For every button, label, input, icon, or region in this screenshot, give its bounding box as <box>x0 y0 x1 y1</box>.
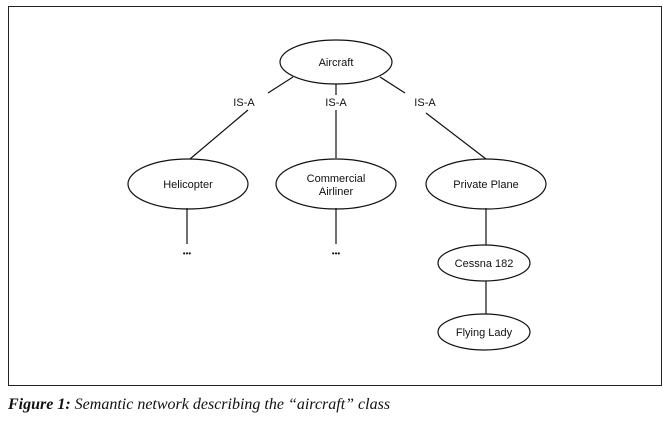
label-aircraft: Aircraft <box>319 57 354 69</box>
caption-label: Figure 1: <box>8 396 71 413</box>
ellipsis-airliner: ••• <box>332 249 341 258</box>
node-cessna <box>437 244 531 282</box>
label-flying-lady: Flying Lady <box>456 327 513 339</box>
edge-label-isa-right: IS-A <box>414 97 436 109</box>
node-private-plane <box>425 158 547 210</box>
edge-label-isa-middle: IS-A <box>325 97 347 109</box>
edge-aircraft-private-bottom <box>425 112 487 160</box>
label-private-plane: Private Plane <box>453 179 518 191</box>
edge-aircraft-private-top <box>379 76 406 94</box>
label-helicopter: Helicopter <box>163 179 213 191</box>
node-flying-lady <box>437 313 531 351</box>
node-commercial-airliner <box>275 158 397 210</box>
label-cessna: Cessna 182 <box>455 258 514 270</box>
figure-frame <box>8 6 662 386</box>
edge-aircraft-helicopter-top <box>267 76 294 94</box>
edge-aircraft-helicopter-bottom <box>189 109 249 160</box>
node-aircraft <box>279 39 393 85</box>
edge-label-isa-left: IS-A <box>233 97 255 109</box>
figure-caption: Figure 1: Semantic network describing th… <box>8 396 390 414</box>
ellipsis-helicopter: ••• <box>183 249 192 258</box>
label-airliner: Airliner <box>319 186 354 198</box>
caption-text: Semantic network describing the “aircraf… <box>70 396 391 413</box>
node-helicopter <box>127 158 249 210</box>
label-commercial: Commercial <box>307 173 366 185</box>
